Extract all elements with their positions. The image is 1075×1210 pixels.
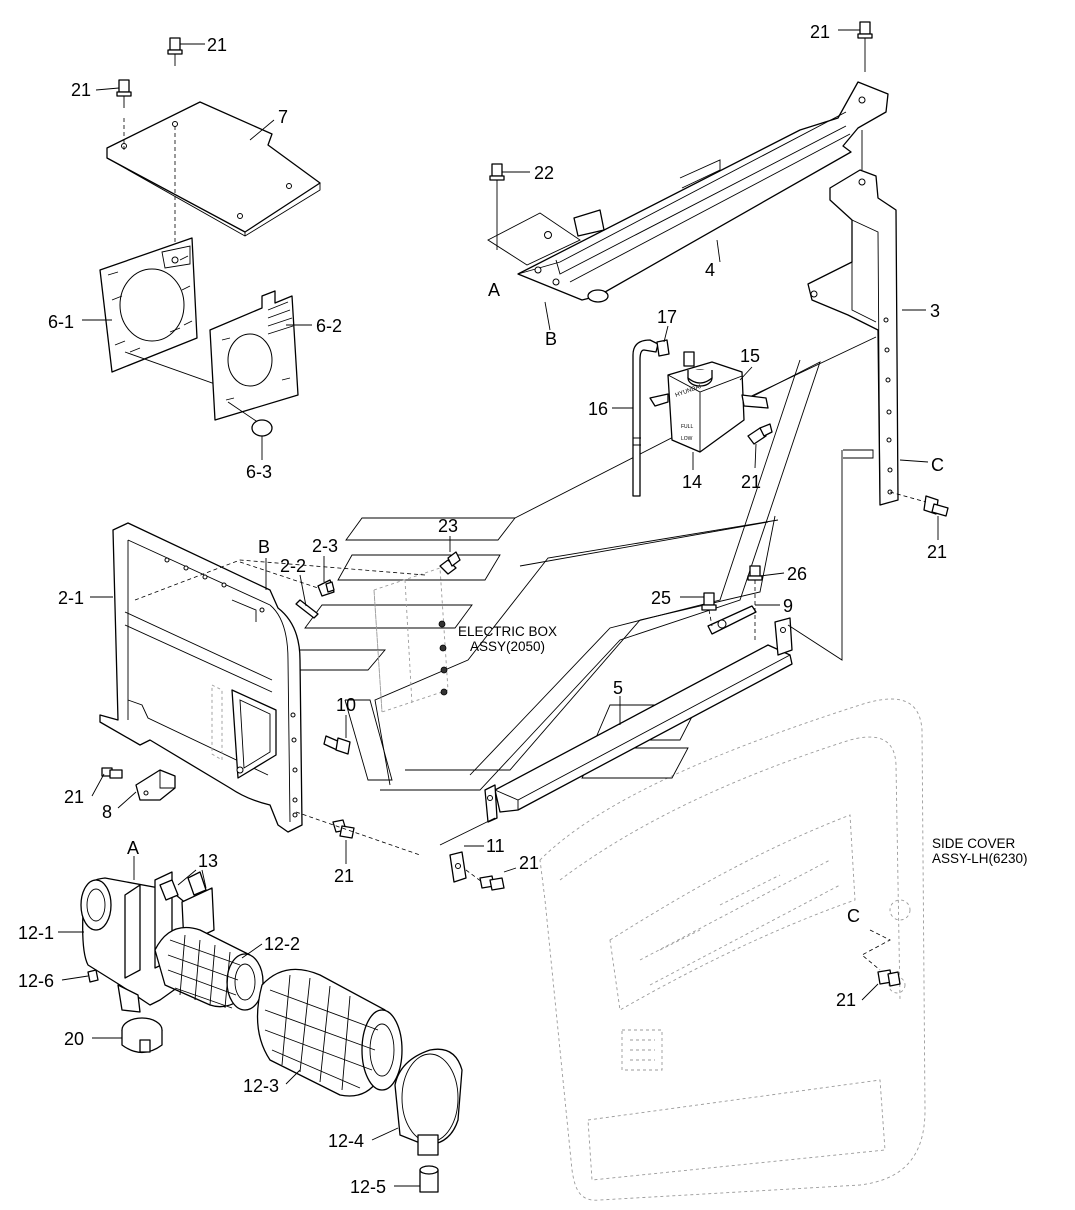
side-cover-note: SIDE COVER [932,836,1016,851]
callout-8: 8 [102,802,112,822]
bolt-icon [857,21,873,72]
tank-full-mark: FULL [681,424,693,430]
tank-low-mark: LOW [681,436,693,442]
latch-9 [707,605,757,635]
mounting-bracket-6-1 [99,237,198,373]
side-support-bracket-3 [807,169,899,506]
outer-filter-12-3 [256,968,403,1097]
callout-b: B [258,537,270,557]
callout-21: 21 [519,853,539,873]
electric-box-note-ref: ASSY(2050) [470,639,545,654]
callout-6-2: 6-2 [316,316,342,336]
callout-6-3: 6-3 [246,462,272,482]
callout-12-2: 12-2 [264,934,300,954]
overflow-hose-16 [632,339,659,497]
clamp-band-13 [159,871,207,901]
side-cover-note-ref: ASSY-LH(6230) [932,851,1028,866]
callout-21: 21 [836,990,856,1010]
bolt-icon [923,495,949,517]
coolant-reservoir-14: HYUNDAI FULL LOW [649,351,769,453]
callout-13: 13 [198,851,218,871]
bolt-icon [439,551,461,575]
hose-clamp-20 [121,1017,163,1054]
bracket-8 [135,769,176,801]
callout-c: C [931,455,944,475]
callout-21: 21 [334,866,354,886]
callout-b: B [545,329,557,349]
dust-valve-12-5 [419,1165,439,1193]
callout-12-6: 12-6 [18,971,54,991]
callout-21: 21 [71,80,91,100]
electric-box-note: ELECTRIC BOX [458,624,557,639]
callout-23: 23 [438,516,458,536]
callout-21: 21 [810,22,830,42]
hose-clamp-17 [656,339,670,357]
callout-6-1: 6-1 [48,312,74,332]
mounting-pad-6-2 [209,290,299,421]
callout-21: 21 [741,472,761,492]
callout-26: 26 [787,564,807,584]
callout-12-5: 12-5 [350,1177,386,1197]
bolt-icon [701,592,717,611]
callout-16: 16 [588,399,608,419]
callout-2-2: 2-2 [280,556,306,576]
bolt-icon [101,767,123,779]
callout-2-3: 2-3 [312,536,338,556]
callout-25: 25 [651,588,671,608]
callout-20: 20 [64,1029,84,1049]
callout-21: 21 [64,787,84,807]
bolt-icon [116,79,132,108]
callout-21: 21 [207,35,227,55]
callout-12-1: 12-1 [18,923,54,943]
bolt-icon [877,969,901,987]
callout-7: 7 [278,107,288,127]
callout-c: C [847,906,860,926]
filter-cover-12-4 [394,1048,463,1156]
callout-14: 14 [682,472,702,492]
bracket-11 [449,851,467,883]
strip-2-2 [295,599,319,619]
callout-17: 17 [657,307,677,327]
inner-filter-12-2 [154,926,264,1011]
bolt-icon [747,565,763,581]
callout-22: 22 [534,163,554,183]
callout-12-4: 12-4 [328,1131,364,1151]
callout-4: 4 [705,260,715,280]
nut-12-6 [87,969,99,983]
bolt-icon [167,37,183,66]
callout-a: A [488,280,500,300]
callout-3: 3 [930,301,940,321]
callout-2-1: 2-1 [58,588,84,608]
callout-labels: 21 21 7 6-1 6-2 6-3 21 22 A B 4 3 17 15 … [18,22,1028,1197]
callout-10: 10 [336,695,356,715]
bolt-icon [323,735,351,755]
callout-12-3: 12-3 [243,1076,279,1096]
callout-15: 15 [740,346,760,366]
bolt-icon [332,819,355,839]
lower-support-tube-5 [484,617,793,823]
bolt-icon [489,163,505,181]
main-frame-2-1 [99,522,303,833]
bolt-icon [479,875,505,891]
callout-11: 11 [486,836,505,856]
upper-support-rail-4 [487,81,889,303]
callout-9: 9 [783,596,793,616]
electric-box-outline [285,359,821,791]
bolt-icon [317,579,335,597]
callout-5: 5 [613,678,623,698]
side-cover-outline [539,698,926,1201]
leader-lines [58,29,939,1187]
callout-21: 21 [927,542,947,562]
top-cover-plate [106,101,321,237]
rubber-cap-6-3 [251,419,273,437]
callout-a: A [127,838,139,858]
bolt-icon [747,423,773,445]
